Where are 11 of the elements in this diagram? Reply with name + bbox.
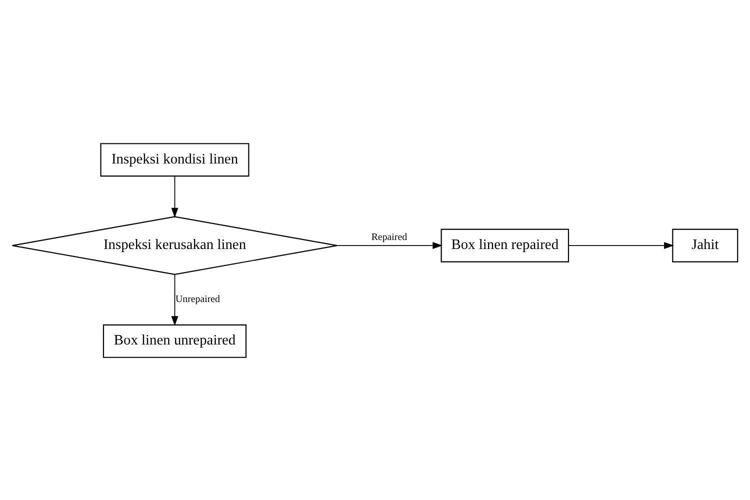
node-box: Jahit bbox=[672, 228, 738, 262]
node-diamond: Inspeksi kerusakan linen bbox=[12, 216, 338, 274]
edge-label: Unrepaired bbox=[175, 294, 220, 305]
node-box: Box linen repaired bbox=[440, 228, 570, 262]
node-box: Box linen unrepaired bbox=[102, 324, 247, 358]
arrow bbox=[171, 175, 178, 218]
node-box: Inspeksi kondisi linen bbox=[100, 142, 250, 176]
arrow bbox=[171, 274, 178, 326]
edge-label: Repaired bbox=[371, 231, 408, 242]
arrow bbox=[336, 242, 443, 249]
arrow bbox=[568, 242, 674, 249]
